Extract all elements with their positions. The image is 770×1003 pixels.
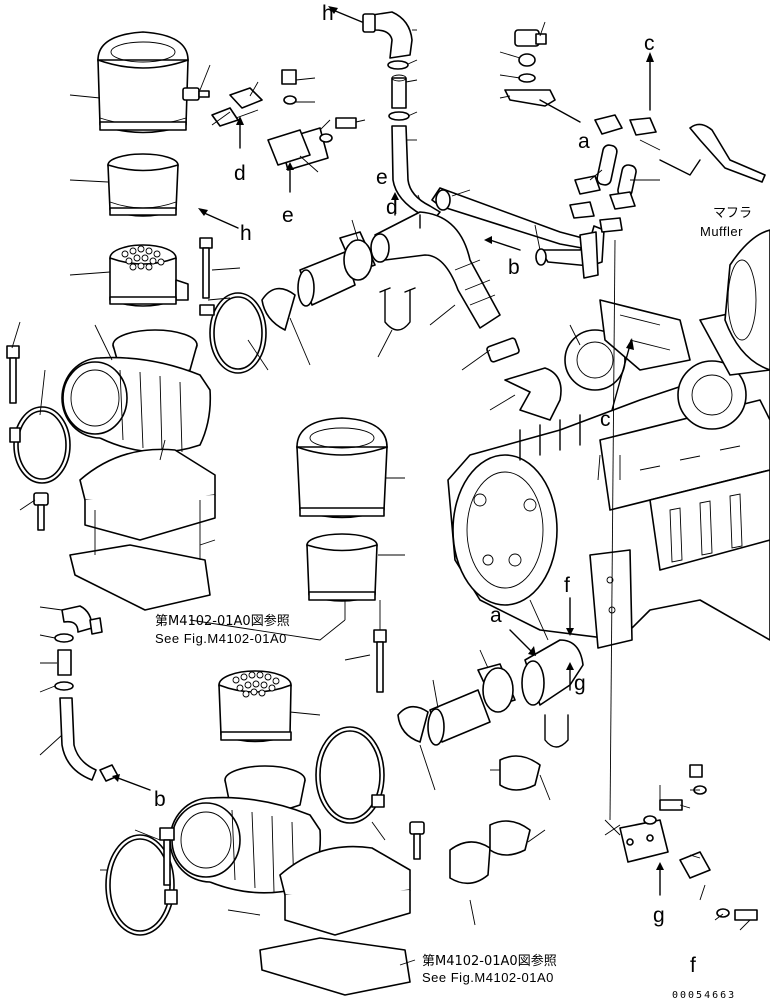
bolt-mid-upper	[199, 237, 213, 299]
air-cleaner-element-lower	[306, 533, 378, 602]
band-clamp-lower-middle	[315, 726, 385, 824]
bolt-lower-left	[159, 827, 175, 886]
mounting-bracket-upper	[69, 448, 216, 611]
reference-lower-jp: 第M4102-01A0図参照	[422, 953, 557, 969]
bolt-cluster-top	[182, 69, 357, 171]
leader-lines	[11, 21, 751, 966]
muffler	[724, 229, 770, 371]
callout-arrows	[112, 6, 664, 896]
bolt-upper-left	[6, 345, 20, 404]
reference-upper-jp: 第M4102-01A0図参照	[155, 613, 290, 629]
callout-h-top: h	[322, 2, 334, 25]
callout-h-mid: h	[240, 222, 252, 245]
hose-elbow-top	[362, 11, 441, 223]
hose-sleeves-lower	[397, 663, 541, 885]
short-pipe-center	[486, 337, 562, 421]
callout-c-top: c	[644, 32, 655, 55]
exhaust-pipe-bracket	[659, 123, 766, 183]
mounting-bracket-lower	[259, 845, 411, 996]
air-cleaner-cap-upper	[97, 31, 189, 134]
air-cleaner-element-upper	[107, 153, 179, 217]
callout-b-lower: b	[154, 788, 166, 811]
callout-g-right: g	[653, 904, 665, 927]
bracket-lower-right	[619, 764, 758, 921]
hose-sleeves-upper	[261, 231, 376, 331]
air-cleaner-body-upper	[61, 329, 212, 453]
clamp-bracket-d	[267, 129, 311, 166]
muffler-label-en: Muffler	[700, 224, 743, 239]
air-pipe-elbow	[370, 211, 501, 329]
callout-a-lower: a	[490, 604, 502, 627]
callout-d-top: d	[386, 196, 398, 219]
drawing-number: 00054663	[672, 990, 736, 1001]
callout-a-top: a	[578, 130, 590, 153]
callout-b-top: b	[508, 256, 520, 279]
air-cleaner-screen-lower	[218, 670, 292, 743]
air-pipe-lower-a	[521, 639, 584, 706]
air-cleaner-screen-upper	[109, 244, 189, 307]
hose-elbow-lower-left	[54, 605, 103, 781]
reference-upper-en: See Fig.M4102-01A0	[155, 631, 287, 646]
callout-f-right: f	[690, 954, 696, 977]
u-bolt	[379, 287, 416, 331]
muffler-label-jp: マフラ	[713, 206, 752, 221]
callout-g-lower: g	[574, 672, 586, 695]
callout-e-top: e	[376, 166, 388, 189]
callout-c-engine: c	[600, 408, 611, 431]
bolt-lower-middle	[373, 629, 387, 693]
bolt-bracket-upper	[33, 492, 49, 531]
callout-d-left: d	[234, 162, 246, 185]
reference-lower-en: See Fig.M4102-01A0	[422, 970, 554, 985]
pipe-bracket	[504, 29, 556, 107]
callout-f-lower: f	[564, 574, 570, 597]
band-clamp-upper-middle	[199, 292, 267, 374]
air-cleaner-body-lower	[169, 765, 322, 894]
callout-e-left: e	[282, 204, 294, 227]
engine-block	[447, 359, 770, 649]
bolt-bracket-lower	[409, 821, 425, 860]
band-clamp-upper-left	[9, 406, 71, 484]
hose-clamp-set	[569, 114, 657, 279]
u-bolt-lower	[544, 714, 569, 748]
air-cleaner-cap-lower	[296, 417, 388, 519]
